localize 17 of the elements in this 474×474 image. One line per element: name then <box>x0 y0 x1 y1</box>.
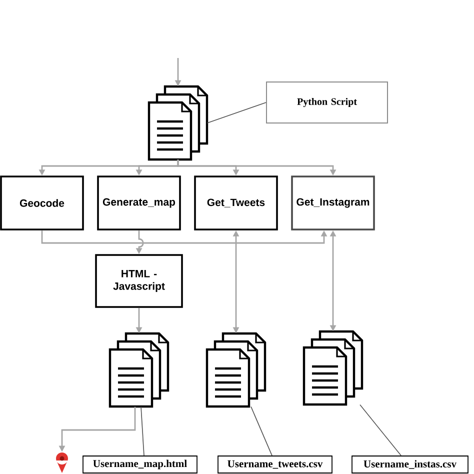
leader-line <box>206 102 266 124</box>
map-pin-icon <box>56 452 68 473</box>
document-stack-icon <box>302 330 364 406</box>
document-stack-icon <box>108 332 170 408</box>
process-box: Get_Tweets <box>194 176 278 230</box>
file-name-box: Username_map.html <box>82 456 198 474</box>
callout-box: Python Script <box>266 82 388 124</box>
process-box: Geocode <box>0 176 84 230</box>
file-name-box: Username_instas.csv <box>352 456 468 474</box>
process-box: Generate_map <box>97 176 181 230</box>
leader-line <box>250 406 272 456</box>
leader-line <box>140 406 144 456</box>
file-name-box: Username_tweets.csv <box>218 456 332 474</box>
document-stack-icon <box>206 332 266 408</box>
process-box: HTML - Javascript <box>95 254 183 308</box>
document-stack-icon <box>148 85 208 161</box>
process-box: Get_Instagram <box>291 176 375 230</box>
